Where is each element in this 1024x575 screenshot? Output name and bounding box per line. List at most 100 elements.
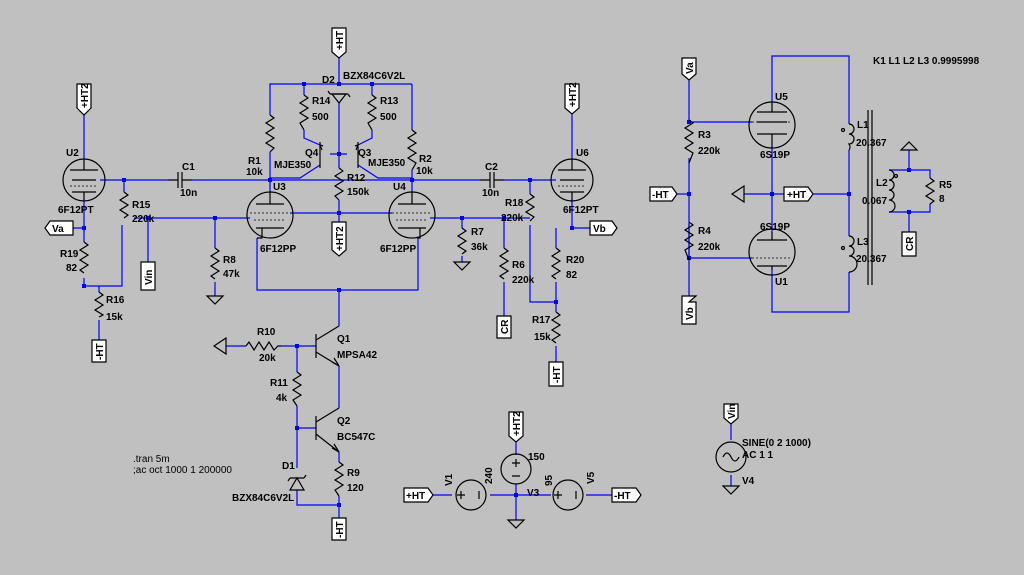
resistor-r1 (264, 114, 276, 153)
zener-d2 (327, 90, 351, 104)
value-l1: 20.367 (856, 138, 887, 149)
tube-u6 (550, 158, 594, 202)
diode-symbols (287, 90, 351, 491)
flag-ht-minus-v5: -HT (614, 491, 631, 502)
transformer-core (867, 110, 873, 285)
directive-ac: ;ac oct 1000 1 200000 (133, 465, 232, 476)
ref-r13: R13 (380, 96, 399, 107)
value-r5: 8 (939, 194, 945, 205)
value-l3: 20.367 (856, 254, 887, 265)
ref-u6: U6 (576, 148, 589, 159)
value-r17: 15k (534, 332, 551, 343)
ref-r18: R18 (505, 198, 524, 209)
ref-r6: R6 (512, 260, 525, 271)
value-v3: 150 (528, 452, 545, 463)
net-flags (44, 27, 917, 541)
model-u6: 6F12PT (563, 205, 599, 216)
flag-va-left: Va (52, 224, 64, 235)
tube-u4 (388, 191, 436, 239)
value-r10: 20k (259, 353, 276, 364)
value-r7: 36k (471, 242, 488, 253)
tube-u3 (246, 191, 294, 239)
ref-l2: L2 (876, 178, 888, 189)
capacitor-c1 (168, 172, 192, 188)
resistor-r5 (924, 177, 936, 205)
value-r8: 47k (223, 269, 240, 280)
inductor-l3 (848, 235, 858, 273)
value-r15: 220k (132, 214, 155, 225)
value-r4: 220k (698, 242, 721, 253)
tube-u2 (62, 158, 106, 202)
flag-cr-r6: CR (500, 319, 511, 334)
ref-r11: R11 (270, 378, 288, 389)
resistor-r9 (333, 461, 345, 497)
ref-u2: U2 (66, 148, 79, 159)
value-r12: 150k (347, 187, 370, 198)
ground-output (730, 184, 745, 204)
ref-q4: Q4 (305, 148, 319, 159)
ref-u4: U4 (393, 182, 406, 193)
resistor-r20 (550, 247, 562, 280)
flag-va-out: Va (685, 62, 696, 74)
model-u2: 6F12PT (58, 205, 94, 216)
model-d2: BZX84C6V2L (343, 71, 405, 82)
inductor-l1 (847, 123, 855, 151)
flag-vb-out: Vb (685, 307, 696, 320)
tube-u1 (748, 228, 796, 276)
ref-r16: R16 (106, 295, 125, 306)
value-r19: 82 (66, 263, 78, 274)
directive-coupling: K1 L1 L2 L3 0.9995998 (873, 56, 980, 67)
ref-r10: R10 (257, 327, 276, 338)
flag-vb-right: Vb (593, 224, 606, 235)
ref-v4: V4 (742, 476, 755, 487)
ref-d1: D1 (282, 461, 295, 472)
ref-r19: R19 (60, 249, 79, 260)
ground-r8 (205, 295, 225, 305)
flag-ht2-u2: +HT2 (80, 83, 91, 108)
ref-r15: R15 (132, 200, 151, 211)
model-q4: MJE350 (274, 160, 312, 171)
resistor-r7 (456, 227, 468, 255)
tube-symbols (62, 101, 796, 276)
ref-v3: V3 (527, 488, 540, 499)
inductor-l2 (888, 169, 896, 213)
ref-r17: R17 (532, 315, 551, 326)
transistor-q3 (354, 142, 360, 168)
value-r16: 15k (106, 312, 123, 323)
tube-u5 (748, 101, 796, 149)
model-u3: 6F12PP (260, 244, 296, 255)
labels: +HT2 +HT2 +HT +HT2 +HT2 Vin Va Vb Vin -H… (52, 31, 980, 538)
flag-ht-top: +HT (335, 31, 346, 50)
capacitor-c2 (480, 172, 504, 188)
resistor-r16 (93, 291, 105, 318)
ref-r20: R20 (566, 255, 585, 266)
resistor-r11 (291, 371, 303, 407)
resistor-r3 (683, 119, 695, 164)
value-r20: 82 (566, 270, 578, 281)
value-r2: 10k (416, 166, 433, 177)
flag-ht-minus-r17: -HT (552, 366, 563, 383)
ref-r4: R4 (698, 226, 711, 237)
ref-r3: R3 (698, 130, 711, 141)
zener-d1 (287, 474, 307, 491)
value-c1: 10n (180, 188, 197, 199)
model-q1: MPSA42 (337, 350, 377, 361)
resistor-r13 (366, 94, 378, 131)
capacitor-symbols (168, 172, 504, 188)
value-r13: 500 (380, 112, 397, 123)
resistor-r14 (298, 94, 310, 131)
ref-q3: Q3 (358, 148, 372, 159)
ref-q1: Q1 (337, 334, 351, 345)
value-r11: 4k (276, 393, 288, 404)
value-c2: 10n (482, 188, 499, 199)
ground-r7 (452, 261, 472, 271)
resistor-r4 (683, 221, 695, 261)
ref-v1: V1 (444, 473, 455, 486)
directive-tran: .tran 5m (133, 454, 170, 465)
flag-ht2-u6: +HT2 (568, 82, 579, 107)
resistor-r6 (498, 247, 510, 280)
value-v4: SINE(0 2 1000) (742, 438, 811, 449)
source-v3 (500, 453, 532, 485)
value-r6: 220k (512, 275, 535, 286)
